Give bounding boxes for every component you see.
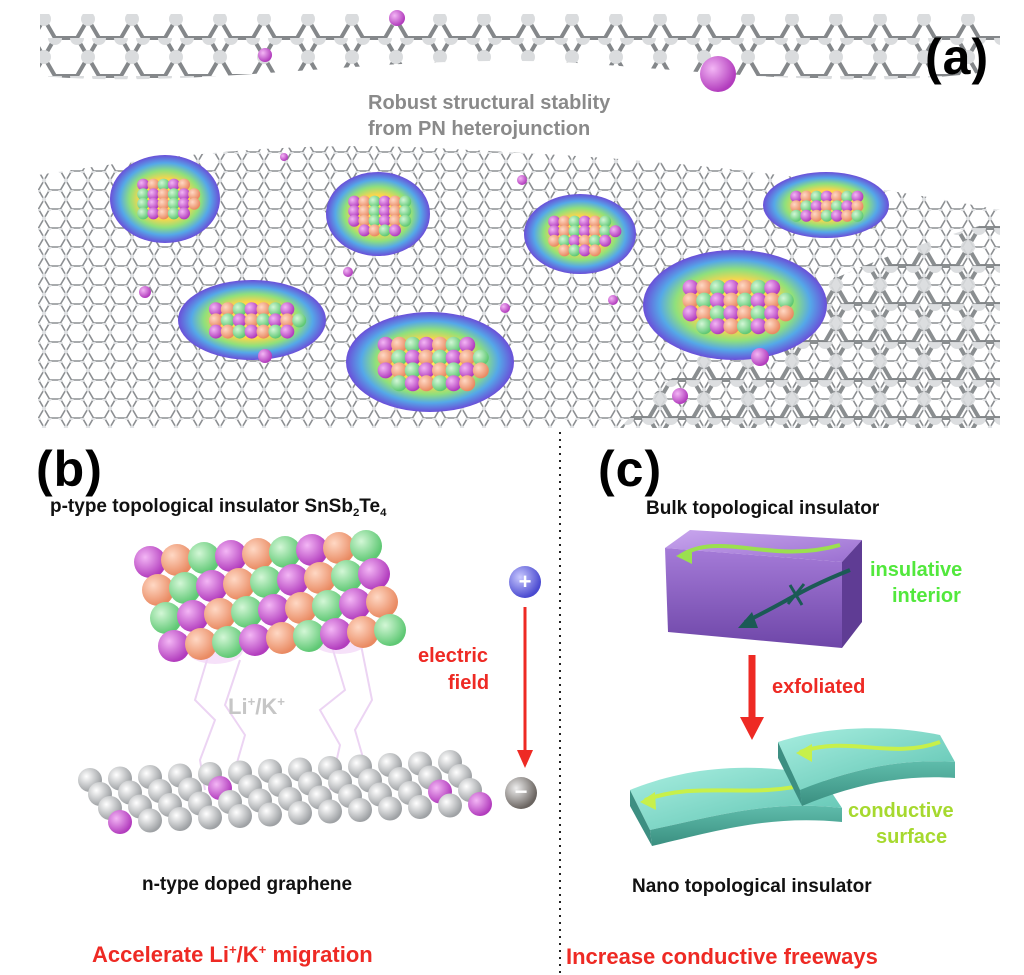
panel-c-bottom-caption: Nano topological insulator [632, 876, 872, 897]
panel-c-footer: Increase conductive freeways [566, 944, 878, 969]
electric-field-label-line1: electric [418, 645, 489, 667]
panel-b-footer: Accelerate Li+/K+ migration [92, 942, 373, 967]
panel-c-label: (c) [598, 441, 663, 497]
insulative-interior-line1: insulative [870, 559, 963, 581]
panel-b-label: (b) [36, 441, 103, 497]
panel-c-top-caption: Bulk topological insulator [646, 498, 880, 519]
ion-label: Li+/K+ [228, 694, 285, 719]
positive-pole-sign: + [518, 569, 532, 594]
panel-b-bottom-caption: n-type doped graphene [142, 874, 353, 895]
negative-pole-sign: − [514, 779, 528, 804]
exfoliated-label: exfoliated [772, 676, 866, 698]
electric-field-label-line2: field [448, 672, 490, 694]
panel-a-caption-line2: from PN heterojunction [368, 118, 591, 140]
insulative-interior-line2: interior [892, 585, 961, 607]
panel-b-title: p-type topological insulator SnSb2Te4 [50, 496, 387, 519]
panel-a-label: (a) [925, 29, 990, 85]
conductive-surface-line1: conductive [848, 800, 954, 822]
panel-a-caption-line1: Robust structural stablity [368, 92, 611, 114]
conductive-surface-line2: surface [876, 826, 948, 848]
